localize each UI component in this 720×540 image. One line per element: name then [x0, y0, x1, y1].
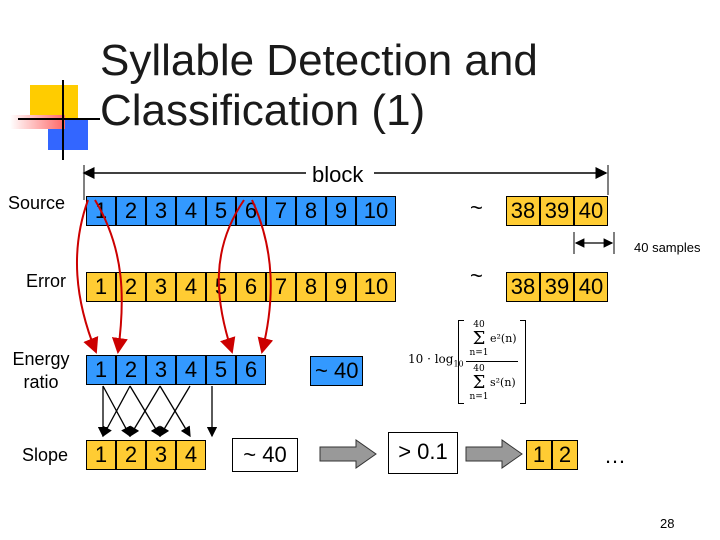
error-row-cell: 8 [296, 272, 326, 302]
slope-row-cell: 1 [86, 440, 116, 470]
error-label: Error [26, 271, 66, 291]
slope-row-cell: 2 [116, 440, 146, 470]
source-row-cell: 6 [236, 196, 266, 226]
slope-tilde-box: ~ 40 [232, 438, 298, 472]
error-row-cell: 5 [206, 272, 236, 302]
samples-label: 40 samples [634, 240, 701, 255]
source-row-cell: 1 [86, 196, 116, 226]
slope-row-cell: 4 [176, 440, 206, 470]
energy-label-line1: Energy [12, 349, 70, 369]
slope-label: Slope [22, 445, 69, 465]
source-row-cell: 2 [116, 196, 146, 226]
error-tail-cell: 38 [506, 272, 540, 302]
formula-top-sum: 40 Σ n=1 [469, 320, 489, 358]
block-label: block [312, 162, 364, 187]
error-row-cell: 1 [86, 272, 116, 302]
slope-row-cell: 3 [146, 440, 176, 470]
error-tail-cell: 40 [574, 272, 608, 302]
formula-top-term: e²(n) [490, 332, 517, 345]
energy-row-cell: 1 [86, 355, 116, 385]
slope-arrow-3 [102, 385, 131, 438]
slide-title-line1: Syllable Detection and [100, 36, 538, 85]
formula-bottom-sum: 40 Σ n=1 [469, 364, 489, 402]
formula-bracket-right [520, 320, 526, 404]
result-row-cell: 2 [552, 440, 578, 470]
source-row-cell: 7 [266, 196, 296, 226]
slope-arrow-5 [129, 385, 161, 438]
formula-bottom-term: s²(n) [490, 376, 516, 389]
source-row-cell: 4 [176, 196, 206, 226]
source-row-cell: 8 [296, 196, 326, 226]
slope-arrow-2 [102, 385, 131, 438]
error-row-cell: 9 [326, 272, 356, 302]
source-row-cell: 9 [326, 196, 356, 226]
energy-row-cell: 4 [176, 355, 206, 385]
error-row-cell: 7 [266, 272, 296, 302]
source-row-cell: 10 [356, 196, 396, 226]
error-row-cell: 6 [236, 272, 266, 302]
error-tail-cell: 39 [540, 272, 574, 302]
deco-vertical-line [62, 80, 64, 160]
source-row-cell: 5 [206, 196, 236, 226]
slope-arrow-6 [159, 385, 191, 438]
error-tilde: ~ [470, 263, 483, 288]
energy-tilde-text: ~ 40 [310, 356, 364, 386]
energy-row-cell: 5 [206, 355, 236, 385]
result-ellipsis: … [604, 443, 626, 468]
slope-arrow-4 [129, 385, 161, 438]
error-row-cell: 10 [356, 272, 396, 302]
deco-horizontal-line [18, 118, 100, 120]
formula-prefix: 10 · log10 [408, 352, 464, 369]
energy-label-line2: ratio [23, 372, 59, 392]
error-row-cell: 4 [176, 272, 206, 302]
formula-bracket-left [458, 320, 464, 404]
gray-arrow-1 [319, 439, 377, 469]
source-tail-cell: 38 [506, 196, 540, 226]
source-label: Source [8, 193, 66, 213]
energy-row-cell: 6 [236, 355, 266, 385]
page-number: 28 [660, 516, 675, 531]
error-row-cell: 3 [146, 272, 176, 302]
energy-row-cell: 3 [146, 355, 176, 385]
energy-tilde-box: ~ 40 [310, 356, 364, 386]
source-tail-cell: 39 [540, 196, 574, 226]
source-row-cell: 3 [146, 196, 176, 226]
title-decoration [0, 0, 100, 160]
energy-row-cell: 2 [116, 355, 146, 385]
threshold-box: > 0.1 [388, 432, 458, 474]
energy-formula: 10 · log10 40 Σ n=1 e²(n) 40 Σ n=1 s²(n) [408, 318, 526, 406]
formula-fraction-bar [466, 361, 518, 362]
source-tilde: ~ [470, 195, 483, 220]
result-row-cell: 1 [526, 440, 552, 470]
slope-arrow-7 [159, 385, 191, 438]
error-row-cell: 2 [116, 272, 146, 302]
gray-arrow-2 [465, 439, 523, 469]
slide-title-line2: Classification (1) [100, 86, 426, 135]
source-tail-cell: 40 [574, 196, 608, 226]
